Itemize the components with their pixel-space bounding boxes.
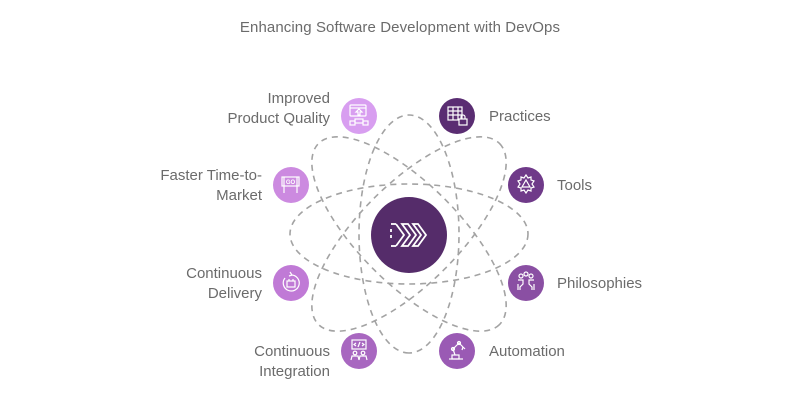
- node-faster-time-to-market[interactable]: GO: [273, 167, 309, 203]
- label-continuous-delivery: Continuous Delivery: [186, 264, 262, 304]
- node-continuous-delivery[interactable]: [273, 265, 309, 301]
- label-line: Integration: [259, 363, 330, 380]
- svg-text:GO: GO: [286, 180, 296, 186]
- label-practices: Practices: [489, 107, 551, 127]
- label-faster-time-to-market: Faster Time-to- Market: [160, 166, 262, 206]
- delivery-cycle-icon: [282, 271, 300, 292]
- center-hub: [371, 197, 447, 273]
- label-automation: Automation: [489, 342, 565, 362]
- label-tools: Tools: [557, 176, 592, 196]
- label-line: Philosophies: [557, 275, 643, 292]
- diagram-title: Enhancing Software Development with DevO…: [239, 19, 561, 36]
- label-line: Faster Time-to-: [160, 167, 262, 184]
- orbit-ellipses: [289, 114, 529, 354]
- team-ideas-icon: [517, 271, 535, 290]
- spreadsheet-lock-icon: [447, 106, 468, 126]
- orbit-vertical: [358, 114, 460, 354]
- orbit-diagonal-2: [311, 136, 507, 332]
- gear-tools-icon: [517, 173, 535, 195]
- product-quality-icon: [349, 104, 369, 126]
- code-team-icon: [350, 339, 368, 361]
- node-tools[interactable]: [508, 167, 544, 203]
- robot-arm-icon: [449, 340, 466, 360]
- label-line: Market: [216, 187, 262, 204]
- label-line: Automation: [489, 343, 565, 360]
- label-continuous-integration: Continuous Integration: [254, 342, 330, 382]
- label-line: Continuous: [254, 343, 330, 360]
- node-automation[interactable]: [439, 333, 475, 369]
- label-line: Practices: [489, 108, 551, 125]
- label-improved-product-quality: Improved Product Quality: [227, 89, 330, 129]
- node-improved-product-quality[interactable]: [341, 98, 377, 134]
- orbit-horizontal: [289, 183, 529, 285]
- devops-arrows-icon: [390, 223, 428, 247]
- node-philosophies[interactable]: [508, 265, 544, 301]
- node-continuous-integration[interactable]: [341, 333, 377, 369]
- label-line: Delivery: [207, 285, 262, 302]
- label-line: Tools: [557, 177, 593, 194]
- go-sign-icon: GO: [281, 176, 300, 193]
- label-line: Continuous: [186, 265, 262, 282]
- label-philosophies: Philosophies: [557, 274, 642, 294]
- label-line: Product Quality: [227, 110, 330, 127]
- node-practices[interactable]: [439, 98, 475, 134]
- label-line: Improved: [267, 90, 330, 107]
- orbit-diagonal-1: [311, 136, 507, 332]
